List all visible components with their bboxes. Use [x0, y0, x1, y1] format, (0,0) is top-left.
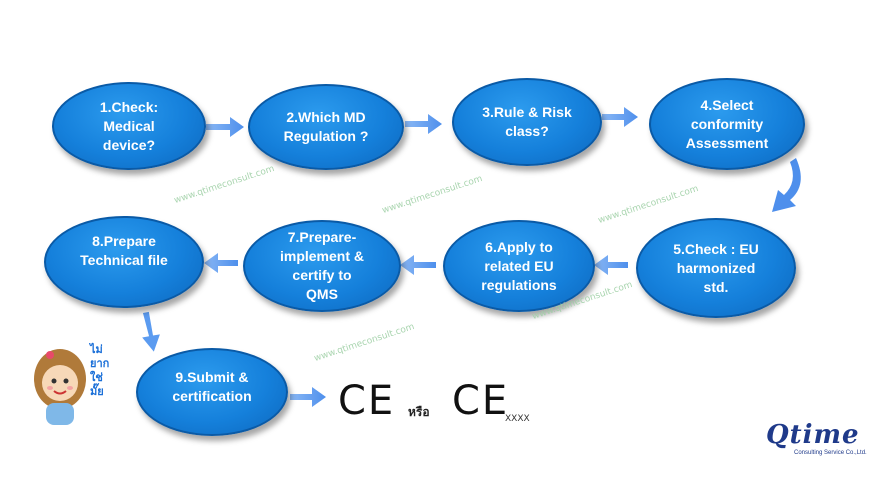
arrow-6-7 [400, 255, 436, 275]
step-9-ellipse: 9.Submit & certification [136, 348, 288, 436]
step-7-label: 7.Prepare- implement & certify to QMS [279, 229, 364, 302]
arrow-5-6 [594, 255, 628, 275]
step-1-label: 1.Check: Medical device? [99, 98, 159, 153]
step-2-ellipse: 2.Which MD Regulation ? [248, 84, 404, 170]
step-5-ellipse: 5.Check : EU harmonized std. [636, 218, 796, 318]
step-3-ellipse: 3.Rule & Risk class? [452, 78, 602, 166]
arrow-4-5 [772, 158, 801, 212]
arrow-8-9 [142, 311, 160, 352]
step-3-label: 3.Rule & Risk class? [482, 104, 572, 139]
arrow-3-4 [602, 107, 638, 127]
step-8-ellipse: 8.Prepare Technical file [44, 216, 204, 308]
ce-notified-body-number: XXXX [505, 414, 530, 424]
mascot-image: ไม่ยาก ใช่มั๊ย [30, 343, 109, 427]
arrow-9-ce [290, 387, 326, 407]
ce-mark-1: CE [338, 378, 396, 424]
or-label: หรือ [408, 405, 430, 419]
logo-word: Qtime [766, 420, 860, 450]
step-9-label: 9.Submit & certification [172, 369, 252, 404]
step-1-ellipse: 1.Check: Medical device? [52, 82, 206, 170]
step-2-label: 2.Which MD Regulation ? [283, 109, 369, 144]
step-5-label: 5.Check : EU harmonized std. [673, 240, 759, 295]
step-8-label: 8.Prepare Technical file [80, 233, 168, 268]
step-6-label: 6.Apply to related EU regulations [481, 238, 557, 293]
arrow-7-8 [204, 253, 238, 273]
mascot-caption: ไม่ยาก ใช่มั๊ย [90, 343, 110, 398]
logo-subtitle: Consulting Service Co.,Ltd. [794, 450, 867, 456]
arrow-1-2 [206, 117, 244, 137]
mascot-girl-icon [34, 349, 86, 425]
ce-mark-2: CE [452, 378, 510, 424]
step-4-ellipse: 4.Select conformity Assessment [649, 78, 805, 170]
qtime-logo: Qtime Consulting Service Co.,Ltd. [766, 420, 876, 460]
step-6-ellipse: 6.Apply to related EU regulations [443, 220, 595, 312]
arrow-2-3 [405, 114, 442, 134]
step-4-label: 4.Select conformity Assessment [685, 96, 769, 151]
step-7-ellipse: 7.Prepare- implement & certify to QMS [243, 220, 401, 312]
